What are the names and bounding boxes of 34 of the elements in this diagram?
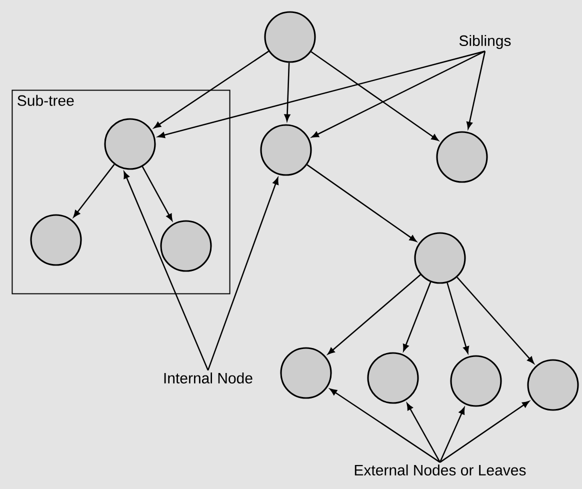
tree-node-circle (260, 124, 312, 176)
pointer-arrow (466, 51, 486, 129)
tree-edge-arrow (142, 166, 173, 221)
tree-node-circle (436, 131, 488, 183)
tree-node-circle (414, 232, 466, 284)
tree-edge-arrow (456, 276, 534, 364)
pointer-arrow (406, 403, 441, 463)
tree-node-circle (264, 11, 316, 63)
tree-edge-arrow (284, 62, 290, 122)
subtree-box: Sub-tree (12, 90, 230, 294)
pointer-arrow (158, 50, 486, 138)
tree-node-circle (450, 355, 502, 407)
tree-node-circle (280, 347, 332, 399)
tree-edge-arrow (402, 282, 432, 352)
pointer-arrow (440, 400, 530, 463)
pointer-arrow (312, 50, 486, 138)
tree-edge-arrow (73, 164, 115, 218)
annotation-label: Internal Node (164, 372, 252, 384)
annotation-label: Siblings (459, 35, 511, 49)
pointer-arrow (207, 178, 279, 370)
tree-node-circle (527, 359, 579, 411)
tree-node-circle (104, 118, 156, 170)
tree-edge-arrow (328, 274, 421, 354)
tree-node-circle (30, 214, 82, 266)
tree-node-circle (160, 220, 212, 272)
pointer-arrow (124, 171, 209, 371)
pointer-arrow (330, 388, 440, 463)
tree-node-circle (367, 352, 419, 404)
tree-edge-arrow (306, 164, 417, 242)
annotation-label: External Nodes or Leaves (354, 464, 526, 476)
tree-edge-arrow (154, 50, 269, 128)
pointer-arrow (439, 407, 465, 463)
tree-edge-arrow (446, 282, 470, 354)
tree-edge-arrow (310, 51, 439, 141)
